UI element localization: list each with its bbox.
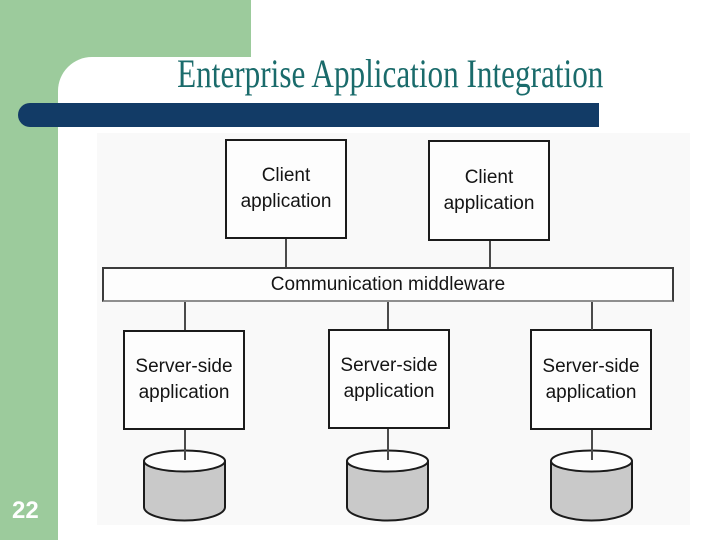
connector-line (285, 239, 287, 267)
connector-line (591, 302, 593, 330)
client-application-box: Client application (428, 140, 550, 241)
page-number: 22 (12, 497, 39, 524)
connector-line (184, 302, 186, 330)
connector-line (184, 430, 186, 460)
client-application-box: Client application (225, 139, 347, 239)
server-application-box: Server-side application (123, 330, 245, 430)
slide-title: Enterprise Application Integration (80, 52, 700, 96)
connector-line (387, 302, 389, 329)
eai-diagram: Client application Client application Co… (97, 133, 690, 525)
database-cylinder-icon (346, 449, 429, 522)
green-sidebar (0, 0, 58, 540)
server-application-box: Server-side application (530, 329, 652, 430)
database-cylinder-icon (550, 449, 633, 522)
server-application-box: Server-side application (328, 329, 450, 429)
connector-line (387, 429, 389, 460)
title-underline-bar (18, 103, 599, 127)
connector-line (489, 241, 491, 267)
middleware-bar: Communication middleware (102, 267, 674, 302)
connector-line (591, 430, 593, 460)
slide-title-text: Enterprise Application Integration (176, 51, 604, 96)
